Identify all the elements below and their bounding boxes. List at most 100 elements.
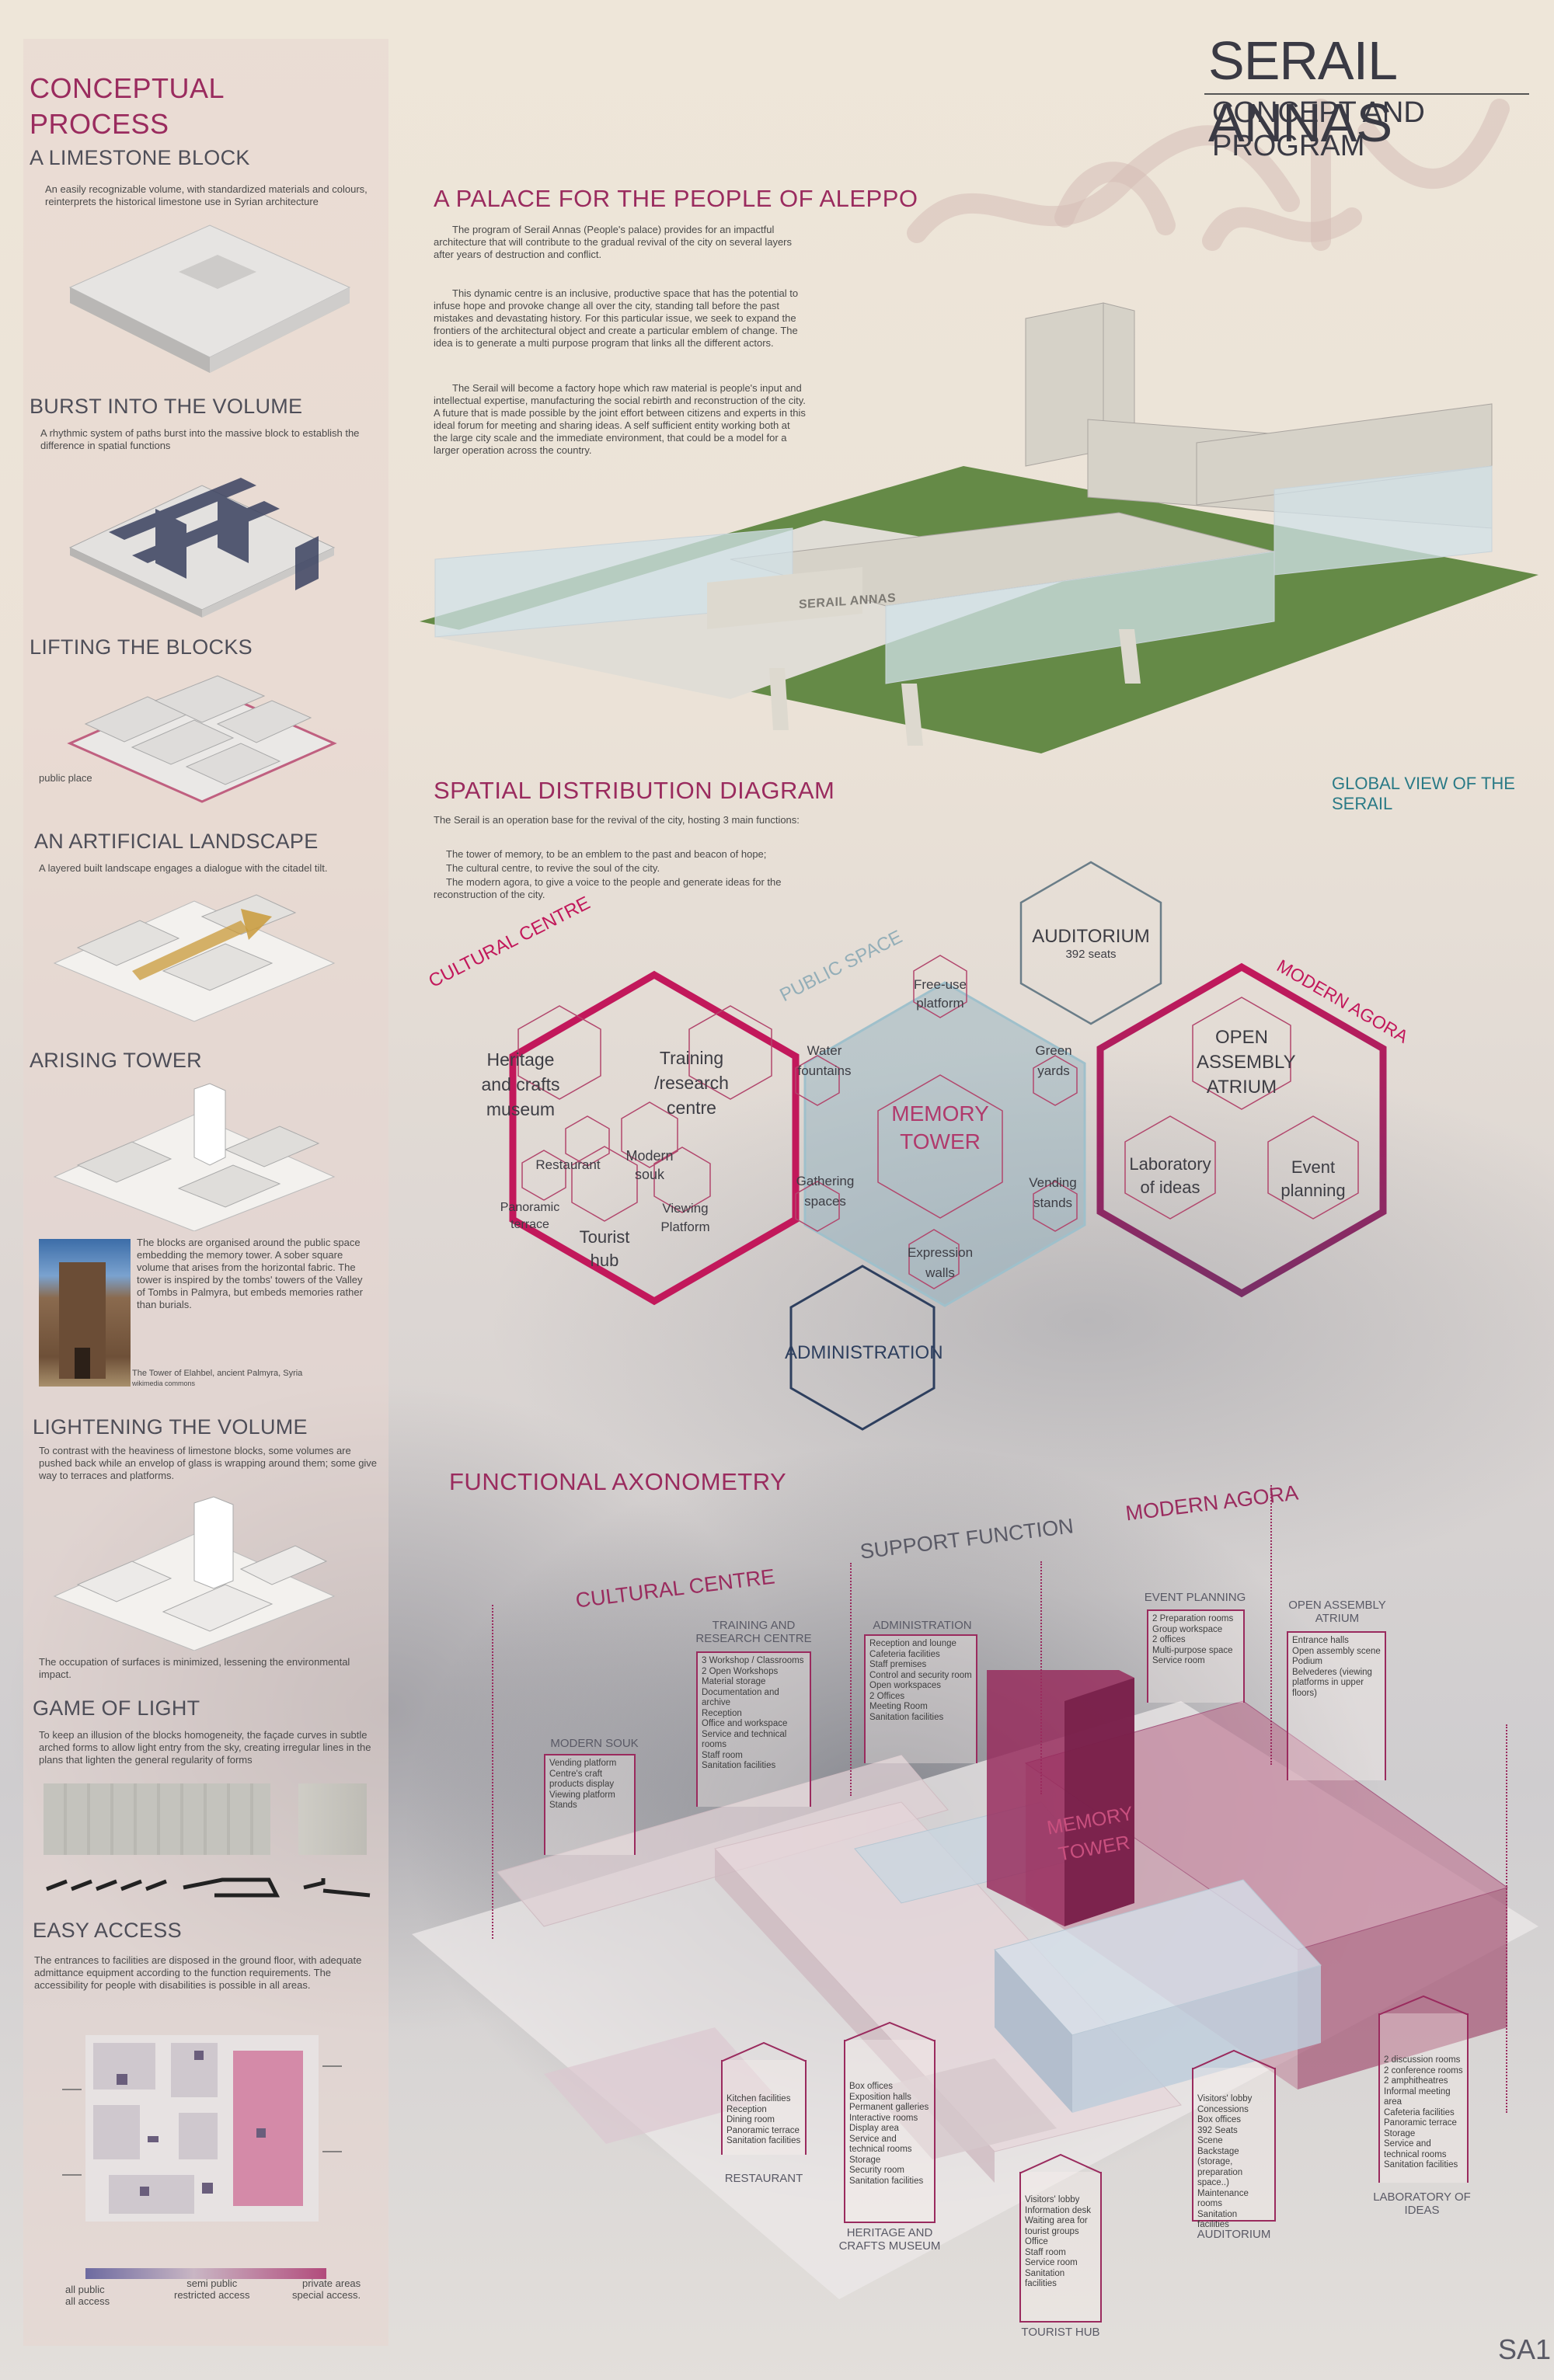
leader-line: [1270, 1485, 1272, 1765]
admin-box-title: ADMINISTRATION: [873, 1619, 972, 1632]
arising-tower-title: ARISING TOWER: [30, 1049, 202, 1072]
auditorium-hex: [1019, 861, 1162, 1025]
page-subtitle: CONCEPT AND PROGRAM: [1212, 96, 1425, 162]
photo-credit: wikimedia commons: [132, 1380, 196, 1387]
lab-box-title: LABORATORY OF IDEAS: [1373, 2190, 1471, 2217]
sheet-number: SA1: [1498, 2333, 1552, 2365]
lab-program-box: 2 discussion rooms 2 conference rooms 2 …: [1378, 1995, 1469, 2183]
global-view-render: [420, 302, 1538, 753]
training-hex: [688, 1005, 772, 1100]
legend-public: all public all access: [65, 2284, 110, 2307]
spatial-line-3: The modern agora, to give a voice to the…: [434, 876, 782, 900]
limestone-title: A LIMESTONE BLOCK: [30, 146, 250, 169]
restaurant-label: Restaurant: [535, 1157, 601, 1172]
heritage-hex: [517, 1005, 601, 1100]
limestone-block-illustration: [68, 224, 351, 373]
lightening-title: LIGHTENING THE VOLUME: [33, 1415, 308, 1439]
administration-label: ADMINISTRATION: [785, 1342, 943, 1363]
restaurant-program-box: Kitchen facilities Reception Dining room…: [721, 2041, 807, 2155]
palace-title: A PALACE FOR THE PEOPLE OF ALEPPO: [434, 185, 918, 212]
gathering-hex: [795, 1181, 840, 1232]
event-box-title: EVENT PLANNING: [1144, 1591, 1246, 1604]
museum-box-title: HERITAGE AND CRAFTS MUSEUM: [838, 2226, 941, 2253]
auditorium-box-title: AUDITORIUM: [1197, 2228, 1271, 2241]
landscape-text: A layered built landscape engages a dial…: [39, 862, 328, 874]
expression-hex: [908, 1229, 960, 1289]
green-hex: [1033, 1055, 1078, 1106]
lifting-blocks-illustration: [67, 675, 337, 803]
modern-agora-hex: [1096, 962, 1387, 1298]
auditorium-seats: 392 seats: [1065, 948, 1117, 961]
memory-tower-hex: [877, 1074, 1003, 1219]
palace-paragraph-1: The program of Serail Annas (People's pa…: [434, 224, 793, 260]
palace-paragraph-3: The Serail will become a factory hope wh…: [434, 382, 806, 456]
restaurant-hex: [565, 1115, 610, 1167]
lab-hex: [1124, 1115, 1216, 1220]
global-view-caption: GLOBAL VIEW OF THE SERAIL: [1332, 774, 1515, 813]
box-peak: [1378, 1995, 1469, 2015]
artificial-landscape-illustration: [53, 894, 336, 1022]
palace-paragraph-2: This dynamic centre is an inclusive, pro…: [434, 287, 799, 349]
atrium-program-box: Entrance halls Open assembly scene Podiu…: [1287, 1631, 1386, 1780]
box-peak: [721, 2041, 807, 2062]
tourist-hub-hex: [571, 1146, 638, 1222]
tower-of-elahbel-photo: [39, 1239, 131, 1387]
spatial-line-1: The tower of memory, to be an emblem to …: [446, 848, 767, 860]
auditorium-program-box: Visitors' lobby Concessions Box offices …: [1192, 2049, 1276, 2229]
tourist-hub-program-box: Visitors' lobby Information desk Waiting…: [1019, 2153, 1102, 2323]
arising-tower-illustration: [53, 1083, 336, 1231]
auditorium-label: AUDITORIUM: [1032, 926, 1150, 947]
burst-title: BURST INTO THE VOLUME: [30, 395, 303, 418]
calligraphy-watermark: [907, 99, 1510, 251]
page-title: SERAIL ANNAS: [1208, 30, 1395, 153]
facade-render-2: [298, 1783, 367, 1855]
photo-caption: The Tower of Elahbel, ancient Palmyra, S…: [132, 1369, 303, 1378]
lightening-text: To contrast with the heaviness of limest…: [39, 1445, 378, 1481]
landscape-title: AN ARTIFICIAL LANDSCAPE: [34, 830, 319, 853]
event-program-box: 2 Preparation rooms Group workspace 2 of…: [1147, 1609, 1245, 1703]
leader-line: [850, 1563, 852, 1796]
process-heading: PROCESS: [30, 108, 169, 140]
museum-program-box: Box offices Exposition halls Permanent g…: [844, 2021, 936, 2223]
box-peak: [1019, 2153, 1102, 2173]
lifting-title: LIFTING THE BLOCKS: [30, 635, 253, 659]
souk-program-box: Vending platform Centre's craft products…: [544, 1754, 636, 1855]
title-divider: [1204, 93, 1529, 95]
panoramic-hex: [521, 1150, 566, 1201]
free-use-hex: [913, 955, 967, 1018]
public-place-label: public place: [39, 772, 92, 784]
spatial-title: SPATIAL DISTRIBUTION DIAGRAM: [434, 777, 835, 804]
burst-volume-illustration: [68, 478, 336, 618]
legend-semi-public: semi public restricted access: [174, 2277, 250, 2301]
arising-tower-text: The blocks are organised around the publ…: [137, 1237, 363, 1310]
restaurant-box-title: RESTAURANT: [724, 2172, 803, 2185]
facade-render-1: [44, 1783, 270, 1855]
souk-box-title: MODERN SOUK: [550, 1737, 639, 1750]
training-box-title: TRAINING AND RESEARCH CENTRE: [695, 1619, 812, 1645]
spatial-intro: The Serail is an operation base for the …: [434, 814, 800, 826]
atrium-box-title: OPEN ASSEMBLY ATRIUM: [1288, 1599, 1386, 1625]
lightening-volume-illustration: [53, 1496, 336, 1651]
conceptual-heading: CONCEPTUAL: [30, 72, 225, 104]
box-peak: [844, 2021, 936, 2041]
vending-hex: [1033, 1181, 1078, 1232]
open-assembly-hex: [1192, 997, 1291, 1110]
water-hex: [795, 1055, 840, 1106]
access-legend-gradient: [85, 2268, 326, 2279]
occupation-text: The occupation of surfaces is minimized,…: [39, 1656, 350, 1680]
viewing-hex: [653, 1147, 711, 1213]
